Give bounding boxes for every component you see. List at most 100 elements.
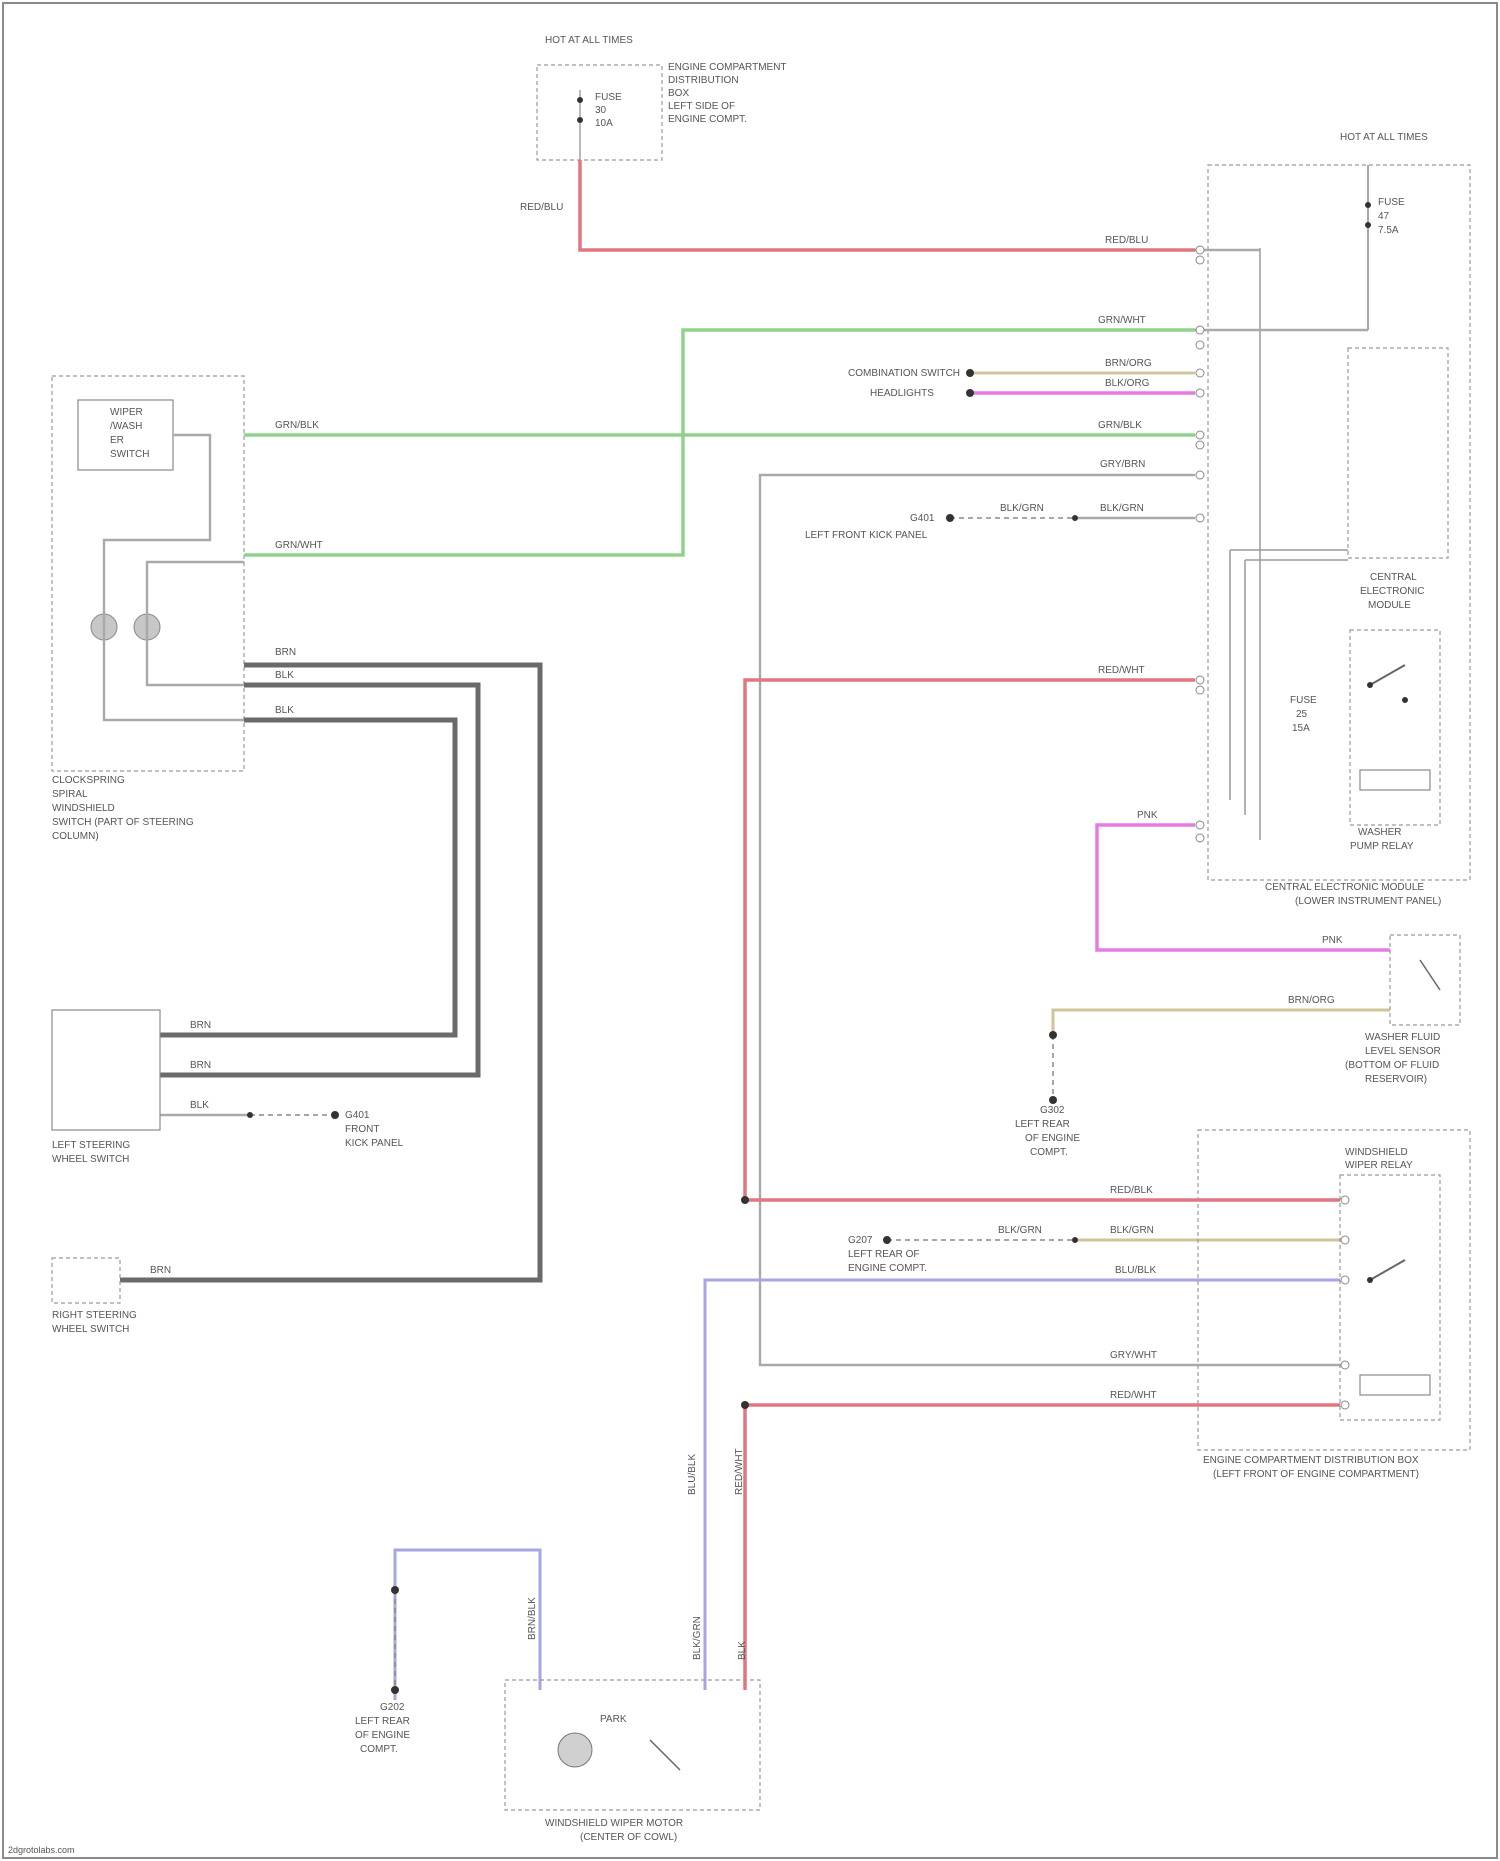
relay-fuse: FUSE <box>1290 695 1317 706</box>
wire-blue-motor <box>395 1550 540 1700</box>
fuse-box-top: HOT AT ALL TIMES ENGINE COMPARTMENT DIST… <box>537 35 787 160</box>
switch-inner: SWITCH <box>110 449 149 460</box>
svg-text:BRN/ORG: BRN/ORG <box>1105 358 1152 369</box>
svg-text:RESERVOIR): RESERVOIR) <box>1365 1074 1427 1085</box>
svg-text:FRONT: FRONT <box>345 1124 379 1135</box>
svg-text:COMPT.: COMPT. <box>1030 1147 1068 1158</box>
svg-text:RED/WHT: RED/WHT <box>1110 1390 1157 1401</box>
connector-pin <box>1196 431 1204 439</box>
wire-red-top <box>580 160 1195 250</box>
svg-text:BRN: BRN <box>150 1265 171 1276</box>
ground-point: G401 LEFT FRONT KICK PANEL <box>805 513 1078 541</box>
diagram-frame <box>3 3 1497 1858</box>
wire-tan-sensor <box>1053 1010 1390 1035</box>
svg-text:ENGINE COMPT.: ENGINE COMPT. <box>848 1263 927 1274</box>
connector-pin <box>1196 834 1204 842</box>
svg-text:LEFT REAR OF: LEFT REAR OF <box>848 1249 920 1260</box>
svg-text:BLK: BLK <box>190 1100 209 1111</box>
wire-gray-long <box>760 475 1340 1365</box>
svg-text:GRY/WHT: GRY/WHT <box>1110 1350 1157 1361</box>
svg-text:OF ENGINE: OF ENGINE <box>1025 1133 1080 1144</box>
connector-pin <box>1341 1196 1349 1204</box>
svg-text:BRN/BLK: BRN/BLK <box>527 1597 538 1640</box>
central-electronic-module: HOT AT ALL TIMES FUSE 47 7.5A CENTRAL EL… <box>1208 132 1470 907</box>
svg-text:GRN/BLK: GRN/BLK <box>1098 420 1142 431</box>
svg-text:ENGINE COMPARTMENT DISTRIBUTIO: ENGINE COMPARTMENT DISTRIBUTION BOX <box>1203 1455 1419 1466</box>
svg-text:GRN/BLK: GRN/BLK <box>275 420 319 431</box>
svg-text:WHEEL SWITCH: WHEEL SWITCH <box>52 1324 129 1335</box>
svg-text:RED/WHT: RED/WHT <box>734 1448 745 1495</box>
svg-text:WHEEL SWITCH: WHEEL SWITCH <box>52 1154 129 1165</box>
wire-blue-lower <box>705 1280 1340 1690</box>
right-steering-wheel-switch: RIGHT STEERING WHEEL SWITCH <box>52 1258 137 1335</box>
fuse-top-fuse: FUSE <box>595 92 622 103</box>
svg-text:(LEFT FRONT OF ENGINE COMPARTM: (LEFT FRONT OF ENGINE COMPARTMENT) <box>1213 1469 1419 1480</box>
underhood-relay-box: WINDSHIELD WIPER RELAY ENGINE COMPARTMEN… <box>1198 1130 1470 1480</box>
svg-text:(CENTER OF COWL): (CENTER OF COWL) <box>580 1832 677 1843</box>
connector-pin <box>1196 341 1204 349</box>
svg-text:LEFT FRONT KICK PANEL: LEFT FRONT KICK PANEL <box>805 530 928 541</box>
wire-dark-2 <box>160 685 478 1075</box>
svg-text:BLK: BLK <box>275 705 294 716</box>
svg-text:RED/BLU: RED/BLU <box>1105 235 1148 246</box>
svg-text:(BOTTOM OF FLUID: (BOTTOM OF FLUID <box>1345 1060 1439 1071</box>
fuse-top-title: HOT AT ALL TIMES <box>545 35 633 46</box>
combination-switch-label: COMBINATION SWITCH <box>848 368 960 379</box>
central-module-label: CENTRAL <box>1370 572 1417 583</box>
svg-text:LEFT STEERING: LEFT STEERING <box>52 1140 130 1151</box>
svg-text:LEFT REAR: LEFT REAR <box>1015 1119 1070 1130</box>
svg-text:KICK PANEL: KICK PANEL <box>345 1138 404 1149</box>
module-top-fuse: FUSE <box>1378 197 1405 208</box>
central-module-label: ELECTRONIC <box>1360 586 1424 597</box>
svg-text:WASHER FLUID: WASHER FLUID <box>1365 1032 1440 1043</box>
svg-text:LEVEL SENSOR: LEVEL SENSOR <box>1365 1046 1441 1057</box>
svg-text:GRN/WHT: GRN/WHT <box>275 540 323 551</box>
wire-red-lower <box>745 1405 1340 1690</box>
central-module-bottom: (LOWER INSTRUMENT PANEL) <box>1295 896 1441 907</box>
svg-text:G202: G202 <box>380 1702 405 1713</box>
svg-text:WIPER RELAY: WIPER RELAY <box>1345 1160 1413 1171</box>
connector-pin <box>1341 1276 1349 1284</box>
svg-text:G302: G302 <box>1040 1105 1065 1116</box>
central-module-bottom: CENTRAL ELECTRONIC MODULE <box>1265 882 1424 893</box>
relay-fuse: 15A <box>1292 723 1310 734</box>
connector-pin <box>1196 514 1204 522</box>
connector-pin <box>1196 471 1204 479</box>
svg-text:RED/BLU: RED/BLU <box>520 202 563 213</box>
windshield-wiper-motor: PARK WINDSHIELD WIPER MOTOR (CENTER OF C… <box>355 1448 760 1843</box>
fuse-top-line: ENGINE COMPT. <box>668 114 747 125</box>
module-top-title: HOT AT ALL TIMES <box>1340 132 1428 143</box>
svg-text:BRN: BRN <box>190 1060 211 1071</box>
module-top-fuse: 47 <box>1378 211 1390 222</box>
connector-pin <box>1196 389 1204 397</box>
svg-text:LEFT REAR: LEFT REAR <box>355 1716 410 1727</box>
connector-pin <box>1196 676 1204 684</box>
connector-pin <box>1196 369 1204 377</box>
connector-pin <box>1196 326 1204 334</box>
watermark: 2dgrotolabs.com <box>8 1845 75 1855</box>
svg-text:OF ENGINE: OF ENGINE <box>355 1730 410 1741</box>
relay-label: WASHER <box>1358 827 1402 838</box>
relay-fuse: 25 <box>1296 709 1308 720</box>
svg-text:BLK/GRN: BLK/GRN <box>1100 503 1144 514</box>
connector-pin <box>1341 1401 1349 1409</box>
switch-left-label: SPIRAL <box>52 789 88 800</box>
fuse-top-fuse: 10A <box>595 118 613 129</box>
svg-text:BLU/BLK: BLU/BLK <box>1115 1265 1156 1276</box>
svg-text:G401: G401 <box>345 1110 370 1121</box>
wire-dark-3 <box>160 720 455 1035</box>
connector-pin <box>1341 1236 1349 1244</box>
svg-text:BRN: BRN <box>275 647 296 658</box>
svg-text:BLK/GRN: BLK/GRN <box>998 1225 1042 1236</box>
svg-text:PARK: PARK <box>600 1714 627 1725</box>
switch-left-label: CLOCKSPRING <box>52 775 125 786</box>
svg-text:BLK: BLK <box>275 670 294 681</box>
washer-fluid-level-sensor: WASHER FLUID LEVEL SENSOR (BOTTOM OF FLU… <box>1015 935 1460 1158</box>
clockspring-switch: WIPER /WASH ER SWITCH CLOCKSPRING SPIRAL… <box>52 376 244 842</box>
svg-text:BLK/GRN: BLK/GRN <box>692 1616 703 1660</box>
svg-text:G401: G401 <box>910 513 935 524</box>
switch-inner: ER <box>110 435 124 446</box>
fuse-top-line: BOX <box>668 88 689 99</box>
svg-text:G207: G207 <box>848 1235 873 1246</box>
